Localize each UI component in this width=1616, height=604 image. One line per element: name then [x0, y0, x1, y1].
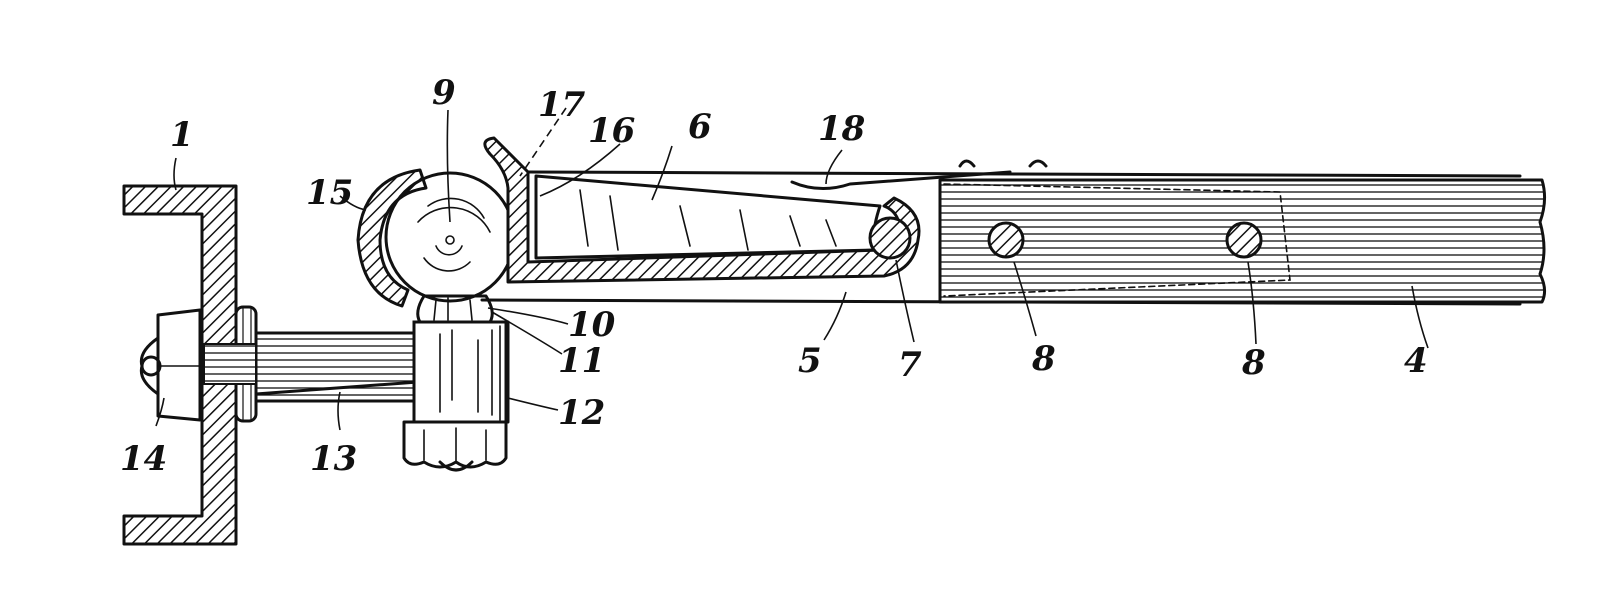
socket-12	[402, 320, 510, 472]
label-5: 5	[798, 341, 822, 381]
label-14: 14	[120, 439, 167, 479]
label-18: 18	[818, 109, 865, 149]
label-12: 12	[558, 393, 605, 433]
label-11: 11	[558, 341, 605, 381]
label-13: 13	[310, 439, 357, 479]
pivot-7	[868, 216, 912, 260]
reference-numerals: 1 4 5 6 7 8 8 9 10 11 12 13 14 15 16 17 …	[120, 73, 1428, 479]
wall-bracket	[122, 184, 238, 546]
ball-9	[384, 171, 516, 303]
label-1: 1	[170, 115, 194, 155]
label-9: 9	[432, 73, 456, 113]
label-17: 17	[538, 85, 586, 125]
label-16: 16	[588, 111, 635, 151]
rivets-8	[987, 221, 1263, 259]
label-8a: 8	[1031, 339, 1056, 379]
label-10: 10	[568, 305, 616, 345]
label-15: 15	[306, 173, 353, 213]
leader-lines	[155, 107, 1429, 431]
spring-18	[790, 159, 1048, 190]
label-8b: 8	[1241, 343, 1266, 383]
bolt-13	[203, 331, 420, 403]
label-4: 4	[1404, 341, 1428, 381]
ball-cup-15	[356, 168, 428, 308]
nut-14	[139, 308, 202, 422]
ball-neck-10-11	[416, 294, 494, 324]
label-6: 6	[688, 107, 712, 147]
label-7: 7	[898, 345, 922, 385]
